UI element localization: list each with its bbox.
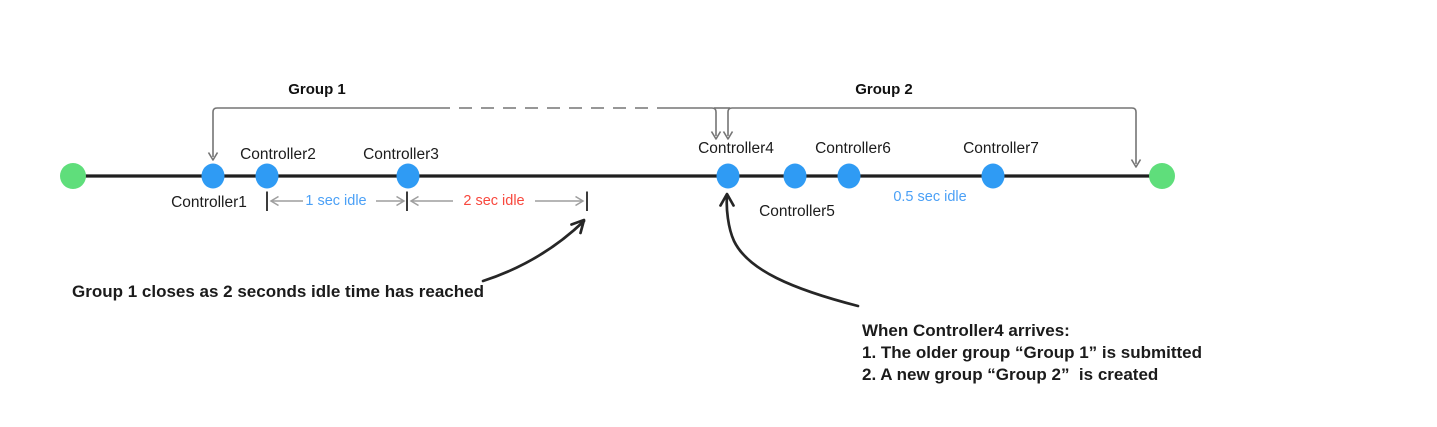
controller2-label: Controller2 (240, 146, 316, 163)
group2-bracket-line (727, 107, 1137, 164)
arrow-group1-close-head-icon (570, 218, 586, 235)
idle-ticks (266, 191, 588, 211)
note-controller4-line1: When Controller4 arrives: (862, 321, 1070, 340)
group1-bracket-solid-left (212, 107, 437, 157)
note-controller4: When Controller4 arrives: 1. The older g… (862, 320, 1202, 386)
idle-label-1sec: 1 sec idle (305, 193, 367, 209)
timeline-node-controller7 (981, 163, 1005, 189)
group2-bracket (714, 107, 1142, 168)
group1-arrowhead-right-icon (710, 131, 722, 140)
measure-2sec-left-arrowhead-icon (409, 195, 419, 207)
note-controller4-line3: 2. A new group “Group 2” is created (862, 365, 1159, 384)
controller3-label: Controller3 (363, 146, 439, 163)
measure-1sec-left-arrowhead-icon (269, 195, 279, 207)
timeline-node-controller2 (255, 163, 279, 189)
controller6-label: Controller6 (815, 140, 891, 157)
group2-arrowhead-left-icon (722, 131, 734, 140)
arrow-controller4-head-icon (719, 192, 735, 207)
controller5-label: Controller5 (759, 203, 835, 220)
group2-arrowhead-right-icon (1130, 159, 1142, 168)
group1-bracket-solid-right (662, 107, 717, 136)
group1-arrowhead-left-icon (207, 152, 219, 161)
group1-bracket (207, 107, 722, 161)
measure-2sec-right-arrowhead-icon (575, 195, 585, 207)
controller4-label: Controller4 (698, 140, 774, 157)
note-controller4-line2: 1. The older group “Group 1” is submitte… (862, 343, 1203, 362)
timeline-node-controller3 (396, 163, 420, 189)
idle-label-2sec: 2 sec idle (463, 193, 525, 209)
timeline-endpoint-right (1149, 163, 1175, 189)
timeline-node-controller6 (837, 163, 861, 189)
timeline-node-controller4 (716, 163, 740, 189)
group2-label: Group 2 (855, 81, 913, 98)
timeline-node-controller5 (783, 163, 807, 189)
arrow-controller4 (725, 194, 860, 308)
group1-label: Group 1 (288, 81, 346, 98)
controller1-label: Controller1 (171, 194, 247, 211)
idle-label-05sec: 0.5 sec idle (893, 189, 967, 205)
timeline-node-controller1 (201, 163, 225, 189)
note-group1-closes: Group 1 closes as 2 seconds idle time ha… (72, 282, 484, 301)
arrow-group1-close (481, 219, 586, 283)
measure-1sec-right-arrowhead-icon (396, 195, 406, 207)
timeline-endpoint-left (60, 163, 86, 189)
idle-measure-arrows (269, 195, 585, 207)
controller7-label: Controller7 (963, 140, 1039, 157)
